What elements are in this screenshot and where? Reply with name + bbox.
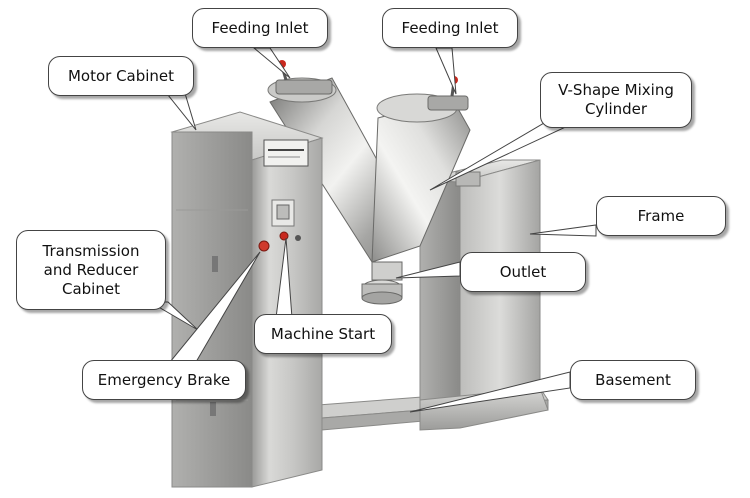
emergency-brake-button-icon [258, 240, 270, 252]
label-frame: Frame [596, 196, 726, 236]
left-cabinet [170, 111, 324, 488]
frame-right [419, 159, 549, 431]
label-transmission-reducer-cabinet: Transmission and Reducer Cabinet [16, 230, 166, 310]
v-shape-cylinder [267, 60, 481, 263]
callout-pointers [148, 47, 597, 413]
outlet-valve [361, 261, 403, 305]
label-basement: Basement [570, 360, 696, 400]
label-v-shape-mixing-cylinder: V-Shape Mixing Cylinder [540, 72, 692, 128]
label-feeding-inlet-left: Feeding Inlet [192, 8, 328, 48]
label-outlet: Outlet [460, 252, 586, 292]
label-machine-start: Machine Start [254, 314, 392, 354]
label-emergency-brake: Emergency Brake [82, 360, 246, 400]
label-feeding-inlet-right: Feeding Inlet [382, 8, 518, 48]
red-start-button-icon [279, 231, 289, 241]
label-motor-cabinet: Motor Cabinet [48, 56, 194, 96]
